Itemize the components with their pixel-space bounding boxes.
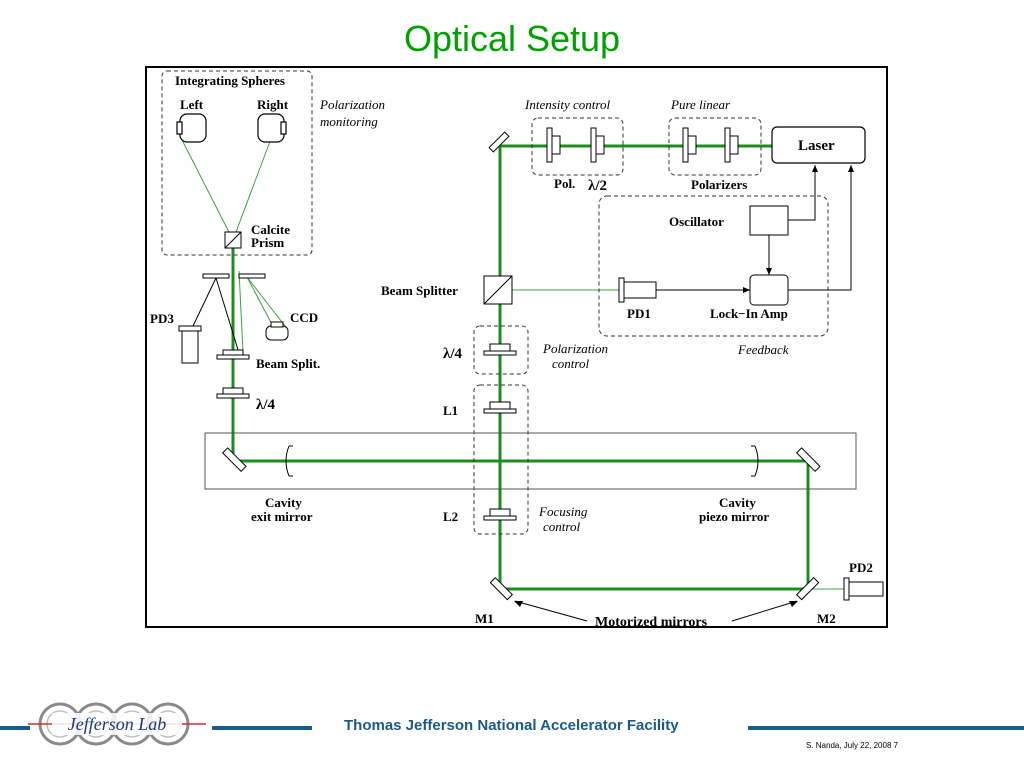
oscillator-box [749,205,789,236]
beam-splitter-cube-icon [483,275,513,305]
lens-l1-icon [483,401,517,414]
ccd-camera-icon [265,321,289,341]
label-polarization-control-1: Polarization [542,341,608,356]
turning-mirror-top-icon [488,131,510,153]
cavity-enclosure [204,432,857,490]
label-beam-splitter: Beam Splitter [381,283,458,298]
slide-credit: S. Nanda, July 22, 2008 7 [806,741,899,750]
label-polarization-monitoring-2: monitoring [320,114,378,129]
label-cavity-exit-2: exit mirror [251,509,313,524]
label-l2: L2 [443,509,458,524]
footer-bar-left [0,726,30,730]
cavity-exit-mirror-icon [285,445,293,477]
label-m2: M2 [817,611,836,626]
label-pol: Pol. [554,176,575,191]
dashed-boxes [161,70,829,535]
label-right: Right [257,97,289,112]
logo-text: Jefferson Lab [68,714,167,734]
label-ccd: CCD [290,310,318,325]
integrating-sphere-left-icon [176,113,207,143]
motorized-mirror-m1-icon [489,576,514,601]
label-lambda4-left: λ/4 [256,397,276,413]
label-lambda4-mid: λ/4 [443,346,463,362]
footer-bar-right [748,726,1024,730]
quarter-wave-mid-icon [483,343,517,356]
label-beam-split: Beam Split. [256,356,320,371]
label-calcite: Calcite [251,222,290,237]
label-integrating-spheres: Integrating Spheres [175,73,285,88]
intensity-control-optics [546,127,605,163]
label-polarization-monitoring-1: Polarization [319,97,385,112]
label-polarizers: Polarizers [691,177,747,192]
label-prism: Prism [251,235,284,250]
label-cavity-piezo-2: piezo mirror [699,509,769,524]
label-l1: L1 [443,403,458,418]
label-lambda2: λ/2 [588,178,607,194]
optical-setup-diagram: Integrating Spheres Left Right Polarizat… [145,66,888,628]
lock-in-amp-box [749,274,789,306]
pd1-detector-icon [618,277,657,303]
label-pd1: PD1 [627,306,651,321]
polarizers-optics [682,127,739,163]
calcite-prism-icon [224,231,242,249]
label-oscillator: Oscillator [669,214,724,229]
cavity-piezo-mirror-icon [751,445,759,477]
lens-l2-icon [483,508,517,521]
label-lock-in-amp: Lock−In Amp [710,306,788,321]
quarter-wave-left-icon [216,387,250,399]
pd2-detector-icon [843,577,884,601]
label-laser: Laser [798,138,835,154]
label-focusing-control-2: control [543,519,580,534]
label-pd3: PD3 [150,311,174,326]
cavity-turning-mirror-right-icon [795,447,821,473]
label-polarization-control-2: control [552,356,589,371]
beam-split-optic-icon [216,349,250,360]
laser-box [771,126,866,164]
label-cavity-piezo-1: Cavity [719,495,756,510]
label-cavity-exit-1: Cavity [265,495,302,510]
label-m1: M1 [475,611,494,626]
label-motorized-mirrors: Motorized mirrors [595,615,708,626]
integrating-sphere-right-icon [257,113,287,143]
cavity-turning-mirror-left-icon [221,447,247,473]
label-pure-linear: Pure linear [670,97,731,112]
jefferson-lab-logo: Jefferson Lab [22,696,212,752]
label-focusing-control-1: Focusing [538,504,588,519]
diagram-svg: Integrating Spheres Left Right Polarizat… [150,70,884,626]
footer-bar-mid [212,726,312,730]
pd3-detector-icon [178,325,202,364]
facility-name: Thomas Jefferson National Accelerator Fa… [344,717,679,734]
slide-title: Optical Setup [403,18,621,59]
label-intensity-control: Intensity control [524,97,610,112]
label-left: Left [180,97,204,112]
motorized-mirror-m2-icon [795,576,820,601]
label-feedback: Feedback [737,342,789,357]
label-pd2: PD2 [849,560,873,575]
